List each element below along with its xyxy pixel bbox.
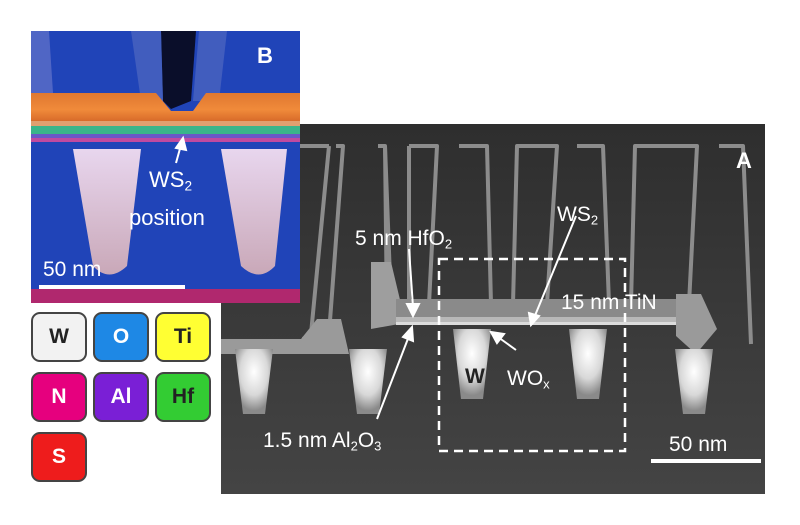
zoom-region-box	[437, 257, 627, 453]
label-wox: WOx	[507, 367, 550, 392]
annotation-arrows	[376, 215, 577, 420]
panel-a-scale-label: 50 nm	[669, 433, 728, 456]
panel-a-letter: A	[736, 148, 752, 173]
panel-a-tem-image: A WS2 5 nm HfO2 15 nm TiN 1.5 nm Al2O3 W…	[221, 124, 765, 494]
panel-a-scale-bar	[651, 459, 761, 463]
legend-tile-s: S	[31, 432, 87, 482]
panel-b-ws2-label: WS2	[149, 167, 193, 194]
plug-right	[221, 149, 287, 275]
hfo2-band	[31, 93, 300, 121]
ws2-band	[31, 138, 300, 142]
ws2-arrow	[174, 135, 188, 164]
legend-tile-w: W	[31, 312, 87, 362]
ws2-layer	[396, 322, 694, 325]
al-band	[31, 126, 300, 134]
legend-tile-n: N	[31, 372, 87, 422]
legend-tile-ti: Ti	[155, 312, 211, 362]
panel-b-scale-bar	[39, 285, 185, 289]
hfo2-layer	[396, 317, 694, 322]
gate-gap	[161, 31, 196, 109]
spacer-left	[371, 262, 401, 329]
plug-left	[73, 149, 141, 275]
spacer-right	[676, 294, 717, 354]
eds-elemental-map	[31, 31, 300, 303]
legend-tile-o: O	[93, 312, 149, 362]
bottom-band	[31, 289, 300, 303]
label-ws2: WS2	[557, 203, 599, 228]
panel-b-scale-label: 50 nm	[43, 258, 102, 281]
spacer-region	[221, 319, 349, 354]
tem-cross-section	[221, 124, 765, 494]
tin-layer	[396, 299, 694, 317]
legend-tile-al: Al	[93, 372, 149, 422]
label-tin: 15 nm TiN	[561, 291, 657, 314]
label-hfo2: 5 nm HfO2	[355, 227, 453, 252]
panel-b-eds-map: B WS2 position 50 nm	[31, 31, 300, 303]
label-al2o3: 1.5 nm Al2O3	[263, 429, 382, 454]
legend-tile-hf: Hf	[155, 372, 211, 422]
tungsten-plugs	[235, 329, 713, 414]
panel-b-letter: B	[257, 43, 273, 68]
label-w: W	[465, 365, 485, 388]
panel-b-position-label: position	[129, 205, 205, 230]
